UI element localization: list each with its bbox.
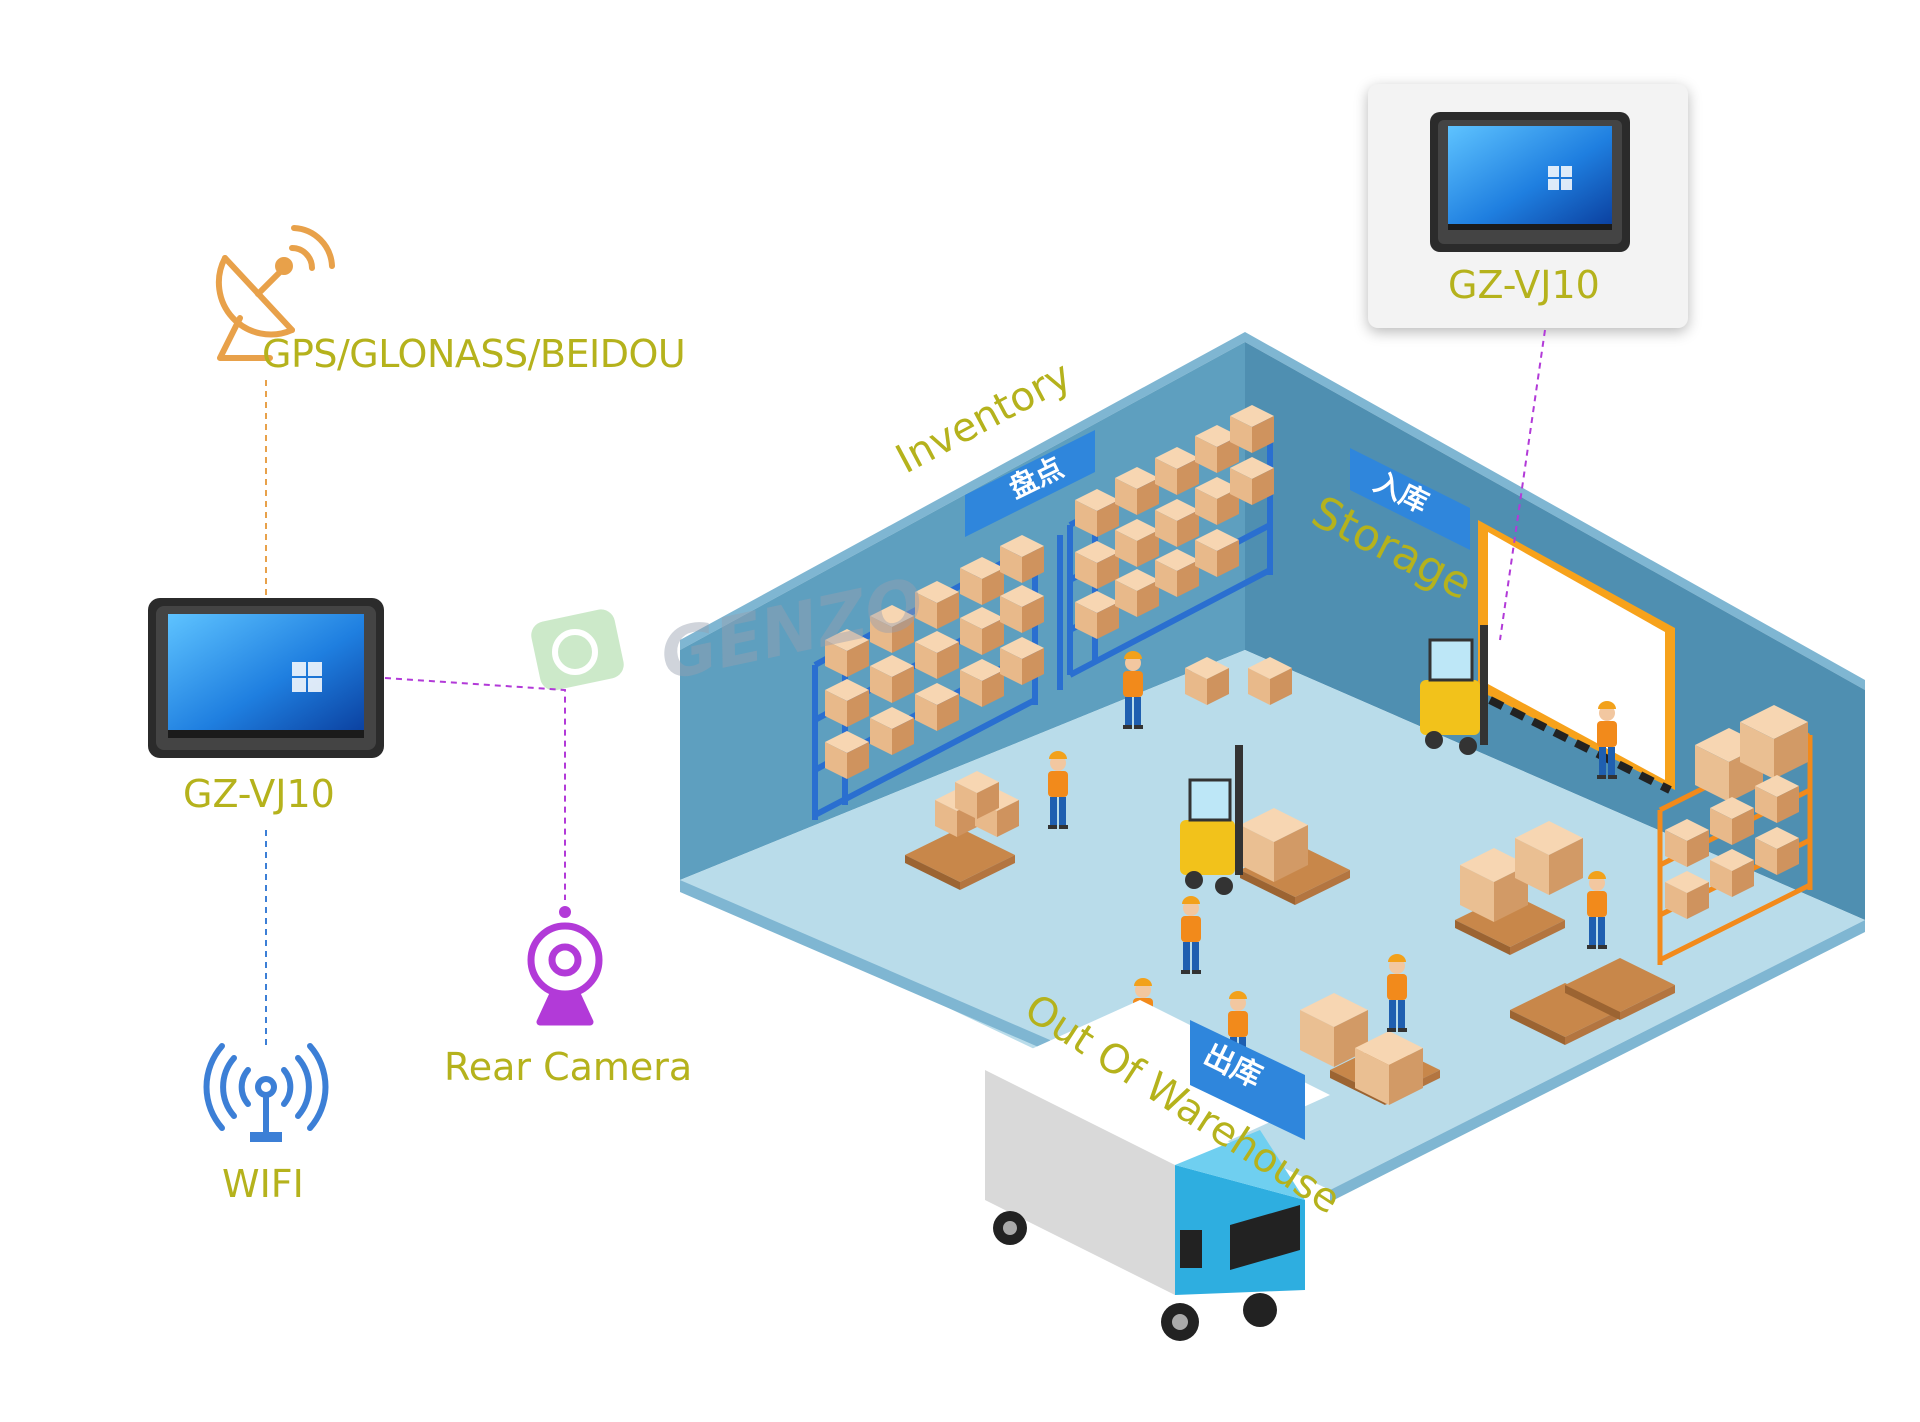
wifi-antenna-icon bbox=[203, 1043, 329, 1142]
rear-camera-label: Rear Camera bbox=[444, 1045, 693, 1089]
webcam-icon bbox=[527, 906, 603, 1026]
forklifts bbox=[1180, 625, 1488, 895]
loading-door bbox=[1478, 520, 1675, 794]
storage-rack bbox=[1657, 705, 1813, 965]
delivery-truck bbox=[985, 1000, 1330, 1341]
device-label-left: GZ-VJ10 bbox=[183, 772, 335, 816]
satellite-dish-icon bbox=[215, 225, 335, 361]
inventory-racks bbox=[812, 405, 1274, 820]
watermark-logo bbox=[531, 609, 624, 691]
gnss-label: GPS/GLONASS/BEIDOU bbox=[262, 332, 686, 376]
rugged-tablet-icon bbox=[148, 598, 384, 758]
windows-logo-icon bbox=[292, 662, 322, 692]
windows-logo-icon bbox=[1548, 166, 1572, 190]
card-tablet-icon bbox=[1430, 112, 1630, 252]
device-label-card: GZ-VJ10 bbox=[1448, 263, 1600, 307]
wifi-label: WIFI bbox=[222, 1162, 304, 1206]
connection-lines bbox=[265, 329, 1546, 1050]
blue-signs bbox=[965, 430, 1470, 1140]
